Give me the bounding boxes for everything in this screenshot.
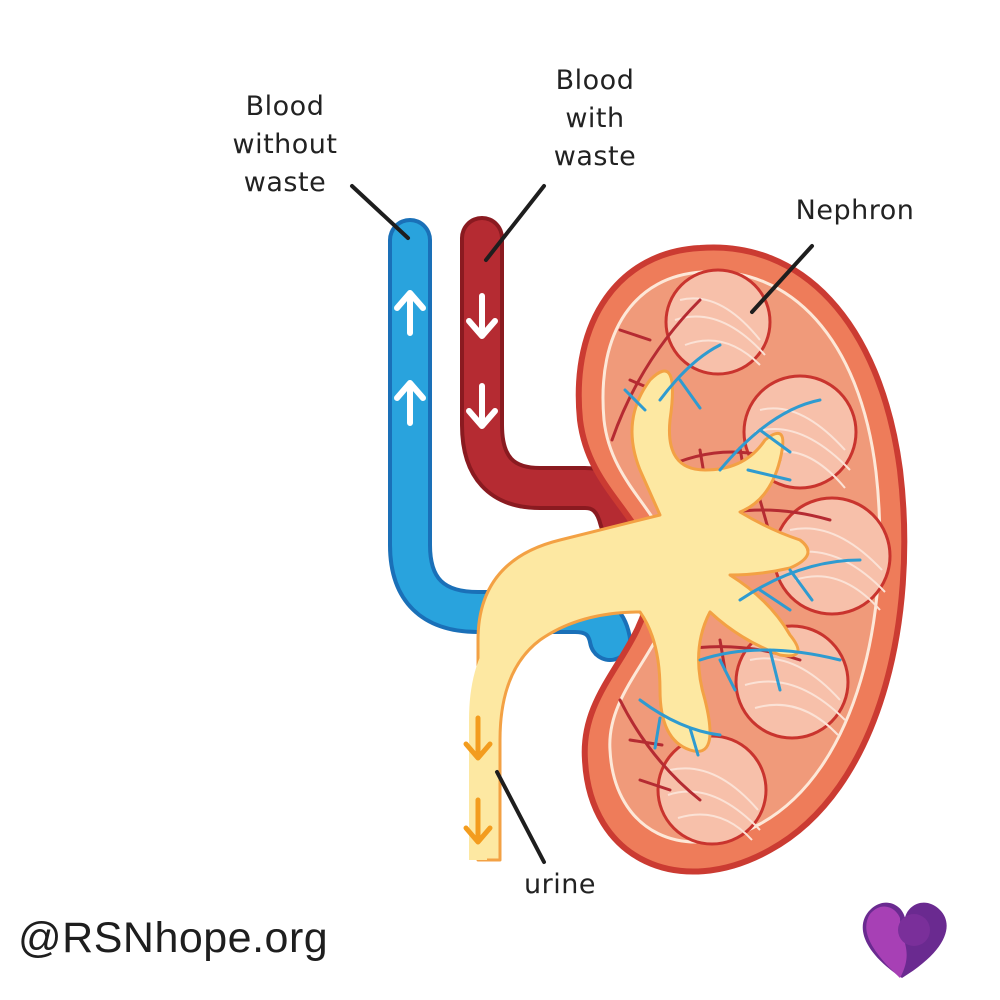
nephron-4 (734, 624, 850, 740)
leader-nephron (750, 244, 814, 314)
leader-urine (495, 770, 546, 864)
down-arrow-icon (463, 715, 493, 761)
footer-handle: @RSNhope.org (18, 914, 329, 962)
leader-waste (484, 184, 546, 262)
nephron-stripes (667, 297, 886, 841)
up-arrow-icon (394, 290, 426, 336)
label-blood-without-waste: Blood without waste (205, 88, 365, 202)
down-arrow-icon (466, 293, 498, 339)
heart-logo-icon (862, 902, 947, 978)
nephron-5 (656, 734, 768, 846)
label-nephron: Nephron (795, 195, 915, 226)
label-line: Blood (555, 65, 635, 96)
label-blood-with-waste: Blood with waste (520, 62, 670, 176)
down-arrow-icon (463, 797, 493, 845)
up-arrow-icon (394, 380, 426, 426)
label-line: Blood (245, 91, 325, 122)
leader-clean (350, 184, 410, 240)
label-line: without (232, 129, 338, 160)
down-arrow-icon (466, 383, 498, 429)
label-line: waste (553, 141, 637, 172)
vein (388, 218, 632, 662)
label-urine: urine (524, 869, 596, 900)
label-line: with (565, 103, 625, 134)
artery (460, 216, 642, 542)
vein-arrows (394, 290, 426, 426)
artery-arrows (466, 293, 498, 429)
leader-lines (350, 184, 814, 864)
label-line: waste (243, 167, 327, 198)
nephron-1 (664, 268, 772, 376)
blue-capillaries (623, 343, 862, 757)
urine-arrows (463, 715, 493, 845)
